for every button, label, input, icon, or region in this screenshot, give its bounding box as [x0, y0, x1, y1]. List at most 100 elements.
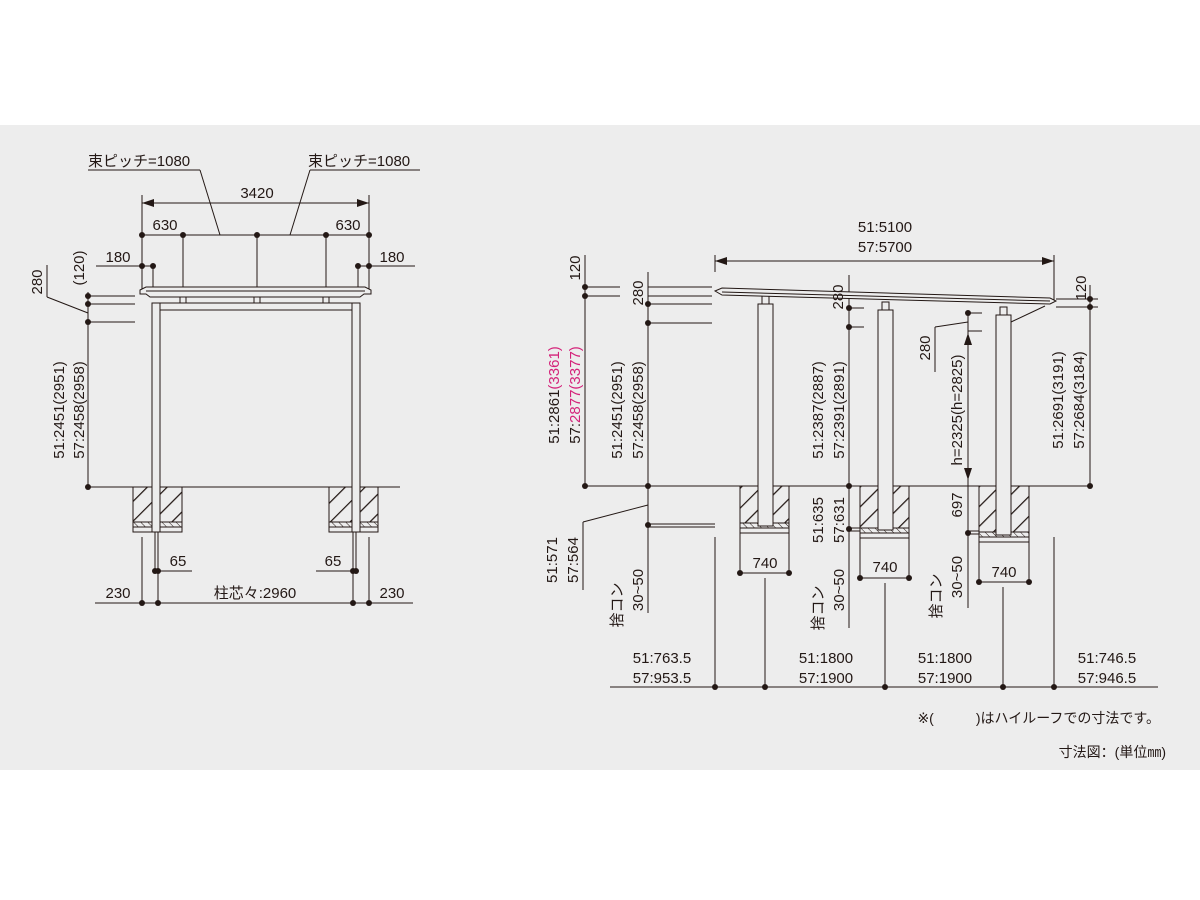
depth-mid-57-label: 57:631	[831, 497, 848, 543]
roof-support	[253, 296, 261, 304]
height-57-label: 57:2458(2958)	[71, 361, 88, 459]
dimension-line	[582, 504, 649, 523]
lean-value-mid: 30~50	[831, 569, 848, 611]
dimension-dot	[906, 575, 912, 581]
left-roof-label: 280	[630, 280, 647, 305]
post-span-label: 柱芯々:2960	[214, 585, 297, 602]
dimension-dot	[645, 483, 651, 489]
total-height-51-high-value: (3361)	[546, 346, 563, 389]
span-mid1-51: 51:1800	[799, 650, 853, 667]
unit-note: 寸法図：(単位㎜)	[1059, 744, 1166, 760]
dimension-dot	[1087, 296, 1093, 302]
depth-front-51-label: 51:571	[544, 537, 561, 583]
dimension-dot	[737, 570, 743, 576]
side-post	[757, 303, 774, 527]
rear-height-51-label: 51:2691(3191)	[1050, 351, 1067, 449]
total-height-51-value: 51:2861	[546, 390, 563, 444]
dimension-dot	[85, 293, 91, 299]
front-height-57-label: 57:2458(2958)	[630, 361, 647, 459]
front-height-51-label: 51:2451(2951)	[609, 361, 626, 459]
eave-right-label: 180	[379, 249, 404, 266]
post-connector	[999, 306, 1008, 316]
post-offset-right-label: 65	[325, 553, 342, 570]
pitch-right-label: 束ピッチ=1080	[308, 153, 410, 170]
side-roof-line	[721, 291, 1051, 302]
dimension-dot	[857, 575, 863, 581]
arrowhead	[715, 257, 727, 265]
dimension-dot	[323, 232, 329, 238]
dimension-dot	[582, 293, 588, 299]
post-offset-left-label: 65	[170, 553, 187, 570]
eave-left-label: 180	[105, 249, 130, 266]
roof-support	[322, 296, 330, 304]
post-connector	[761, 295, 770, 305]
dimension-dot	[85, 301, 91, 307]
span-rear-57: 57:946.5	[1078, 670, 1136, 687]
dimension-dot	[1051, 684, 1057, 690]
total-width-label: 3420	[240, 185, 273, 202]
right-top-label: 120	[1073, 275, 1090, 300]
high-roof-note: ※( )はハイルーフでの寸法です。	[917, 710, 1160, 726]
dimension-dot	[366, 263, 372, 269]
dimension-dots	[85, 232, 1093, 690]
dimension-dot	[762, 684, 768, 690]
dimension-dot	[366, 232, 372, 238]
offset-right-label: 630	[335, 217, 360, 234]
dimension-dot	[846, 483, 852, 489]
dimension-dot	[366, 600, 372, 606]
total-height-51-label: 51:2861(3361)	[546, 346, 563, 444]
lean-label-mid: 捨コン	[809, 585, 827, 630]
total-height-57-prefix: 57:	[567, 423, 584, 444]
notes: ※( )はハイルーフでの寸法です。 寸法図：(単位㎜)	[917, 710, 1166, 760]
clearance-label: h=2325(h=2825)	[949, 355, 966, 466]
dimension-dot	[139, 232, 145, 238]
span-mid2-57: 57:1900	[918, 670, 972, 687]
dimension-dot	[355, 263, 361, 269]
dimension-dot	[254, 232, 260, 238]
total-height-57-label: 57:2877(3377)	[567, 346, 584, 444]
dimension-dot	[846, 526, 852, 532]
depth-mid-51-label: 51:635	[810, 497, 827, 543]
mid-height-57-label: 57:2391(2891)	[831, 361, 848, 459]
post-connector	[881, 301, 890, 311]
dimension-dot	[180, 232, 186, 238]
arrowhead	[357, 199, 369, 207]
rear-roof-label: 280	[917, 335, 934, 360]
footing-base-plate	[978, 536, 1030, 543]
dimension-dot	[155, 568, 161, 574]
dimension-dot	[645, 522, 651, 528]
dimension-dot	[139, 263, 145, 269]
dimension-dot	[712, 684, 718, 690]
dimension-dot	[1000, 684, 1006, 690]
span-front-51: 51:763.5	[633, 650, 691, 667]
footing-width-rear: 740	[991, 564, 1016, 581]
front-beam	[151, 302, 361, 311]
depth-front-57-label: 57:564	[565, 537, 582, 583]
arrowhead	[1042, 257, 1054, 265]
front-post	[151, 302, 161, 533]
dimension-dot	[1087, 304, 1093, 310]
total-height-57-value: 2877(3377)	[567, 346, 584, 423]
dimension-dot	[150, 263, 156, 269]
span-rear-51: 51:746.5	[1078, 650, 1136, 667]
arrowhead	[964, 468, 972, 480]
lean-value-rear: 30~50	[949, 556, 966, 598]
arrowhead	[142, 199, 154, 207]
mid-roof-label: 280	[830, 284, 847, 309]
pitch-left-label: 束ピッチ=1080	[88, 153, 190, 170]
edge-left-label: 230	[105, 585, 130, 602]
front-post	[351, 302, 361, 533]
roof-thickness-high-label: (120)	[71, 250, 88, 285]
length-57-label: 57:5700	[858, 239, 912, 256]
lean-label-rear: 捨コン	[927, 573, 945, 618]
dimension-line	[934, 321, 969, 328]
dimension-dot	[582, 284, 588, 290]
rear-height-57-label: 57:2684(3184)	[1071, 351, 1088, 449]
dimension-dot	[645, 320, 651, 326]
dimension-dot	[1026, 579, 1032, 585]
dimension-dot	[882, 684, 888, 690]
arrowhead	[964, 333, 972, 345]
side-view-labels: 51:5100 57:5700 120 280 51:2861(3361) 57…	[544, 219, 1136, 687]
footing-width-front: 740	[752, 555, 777, 572]
